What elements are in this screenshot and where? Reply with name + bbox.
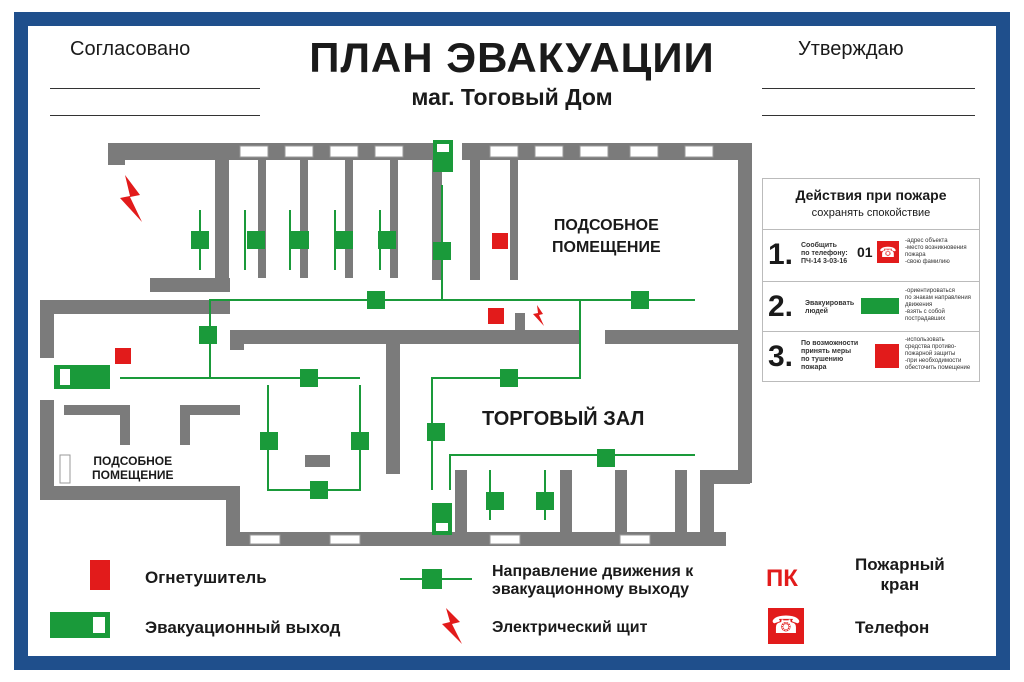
page-subtitle: маг. Тоговый Дом [411,84,613,110]
extinguisher-icon [90,560,110,590]
fire-actions-panel: Действия при пожаре сохранять спокойстви… [762,178,980,382]
windows [59,145,714,545]
step-number: 2. [768,290,794,323]
legend-extinguisher: Огнетушитель [145,568,267,587]
electric-panel-icon [120,175,142,222]
legend-panel: Электрический щит [492,619,648,636]
extinguisher-icon [488,308,504,324]
electric-panel-icon [442,608,462,644]
signature-line [50,88,260,89]
walls [40,143,752,546]
signature-line [762,115,975,116]
exit-sign-icon [50,612,110,638]
signature-line [762,88,975,89]
page-title: ПЛАН ЭВАКУАЦИИ [309,34,715,81]
room-utility-left: ПОДСОБНОЕ ПОМЕЩЕНИЕ [92,454,174,482]
room-label: ПОМЕЩЕНИЕ [92,468,174,482]
approved-right-label: Утверждаю [798,38,904,60]
exit-signs [54,140,453,535]
fire-equipment [115,175,544,364]
direction-arrow-icon [400,569,472,589]
step-number: 1. [768,238,794,271]
room-utility-top: ПОДСОБНОЕ ПОМЕЩЕНИЕ [552,215,661,259]
exit-sign-icon [861,298,899,314]
phone-icon: ☎ [877,241,899,263]
extinguisher-icon [875,344,899,368]
panel-title: Действия при пожаре [795,187,947,203]
legend-phone: Телефон [855,618,930,637]
signature-line [50,115,260,116]
panel-subtitle: сохранять спокойствие [811,207,931,219]
legend-exit: Эвакуационный выход [145,618,341,637]
room-sales-hall: ТОРГОВЫЙ ЗАЛ [482,408,645,430]
extinguisher-icon [115,348,131,364]
room-label: ПОМЕЩЕНИЕ [552,239,661,256]
route-signs [191,231,649,510]
room-label: ПОДСОБНОЕ [93,454,173,468]
electric-panel-icon [533,305,544,326]
phone-number: 01 [857,244,873,260]
step-number: 3. [768,340,794,373]
room-label: ПОДСОБНОЕ [553,217,659,234]
hydrant-code: ПК [766,565,798,592]
phone-icon [492,233,508,249]
approved-left-label: Согласовано [70,38,191,60]
phone-icon: ☎ [768,608,804,644]
